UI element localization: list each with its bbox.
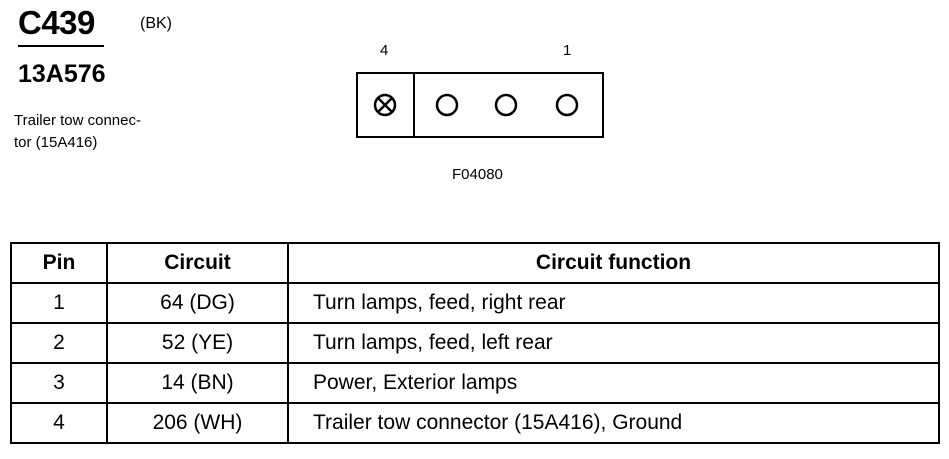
figure-id: F04080	[452, 166, 503, 183]
cell-function: Trailer tow connector (15A416), Ground	[287, 402, 940, 444]
connector-id-underline	[18, 45, 104, 47]
connector-face-diagram	[356, 72, 604, 138]
description-line-2: tor (15A416)	[14, 134, 98, 151]
cell-function: Turn lamps, feed, left rear	[287, 322, 940, 364]
pin-3-icon	[435, 93, 459, 117]
cell-function: Power, Exterior lamps	[287, 362, 940, 404]
part-number: 13A576	[18, 60, 106, 88]
pin-2-icon	[494, 93, 518, 117]
header-pin: Pin	[10, 242, 108, 284]
cell-pin: 2	[10, 322, 108, 364]
table-row: 1 64 (DG) Turn lamps, feed, right rear	[10, 282, 940, 324]
table-row: 4 206 (WH) Trailer tow connector (15A416…	[10, 402, 940, 444]
cell-function: Turn lamps, feed, right rear	[287, 282, 940, 324]
pin-label-left: 4	[380, 42, 389, 59]
table-row: 3 14 (BN) Power, Exterior lamps	[10, 362, 940, 404]
connector-body	[356, 72, 604, 138]
connector-color-code: (BK)	[140, 15, 172, 32]
pin-4-ground-icon	[373, 93, 397, 117]
cell-pin: 1	[10, 282, 108, 324]
description-line-1: Trailer tow connec-	[14, 112, 141, 129]
connector-id: C439	[18, 4, 95, 41]
pin-label-right: 1	[563, 42, 572, 59]
connector-description: Trailer tow connec- tor (15A416)	[14, 110, 184, 154]
cell-circuit: 14 (BN)	[106, 362, 289, 404]
cell-pin: 4	[10, 402, 108, 444]
cell-circuit: 206 (WH)	[106, 402, 289, 444]
cell-circuit: 52 (YE)	[106, 322, 289, 364]
cell-circuit: 64 (DG)	[106, 282, 289, 324]
header-circuit-function: Circuit function	[287, 242, 940, 284]
pin-1-icon	[555, 93, 579, 117]
pin-table: Pin Circuit Circuit function 1 64 (DG) T…	[10, 242, 940, 444]
table-header-row: Pin Circuit Circuit function	[10, 242, 940, 284]
table-row: 2 52 (YE) Turn lamps, feed, left rear	[10, 322, 940, 364]
cell-pin: 3	[10, 362, 108, 404]
header-circuit: Circuit	[106, 242, 289, 284]
